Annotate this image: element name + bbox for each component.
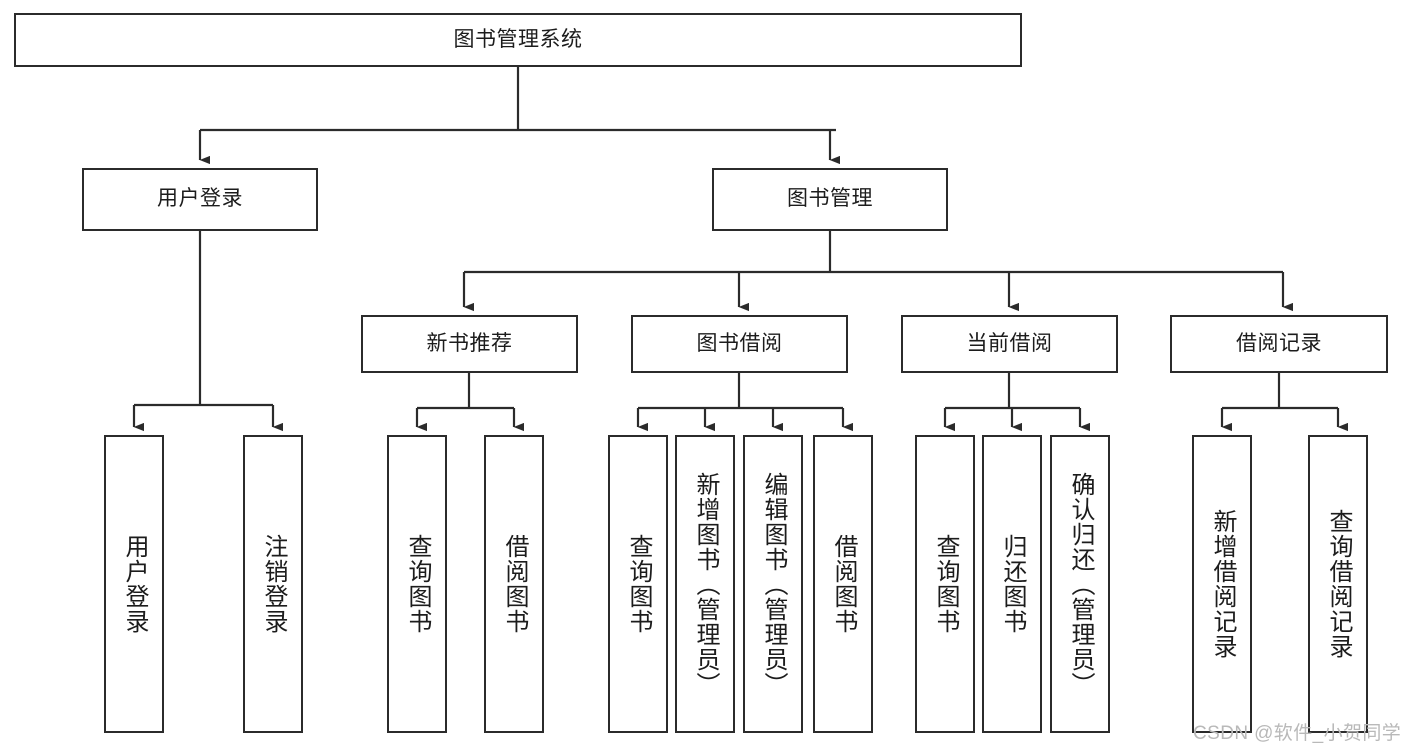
node-leaf-add-record-label: 新增借阅记录	[1209, 509, 1236, 659]
node-leaf-user-login-label: 用户登录	[121, 534, 148, 634]
node-book-borrow-label: 图书借阅	[696, 331, 783, 355]
node-current-borrow-label: 当前借阅	[966, 331, 1053, 355]
node-user-login[interactable]: 用户登录	[82, 168, 318, 231]
node-leaf-logout[interactable]: 注销登录	[243, 435, 303, 733]
node-book-manage[interactable]: 图书管理	[712, 168, 948, 231]
node-borrow-record[interactable]: 借阅记录	[1170, 315, 1388, 373]
node-leaf-logout-label: 注销登录	[260, 534, 287, 634]
node-root[interactable]: 图书管理系统	[14, 13, 1022, 67]
node-leaf-user-login[interactable]: 用户登录	[104, 435, 164, 733]
node-leaf-add-record[interactable]: 新增借阅记录	[1192, 435, 1252, 733]
node-leaf-return-book[interactable]: 归还图书	[982, 435, 1042, 733]
node-leaf-borrow-book-2[interactable]: 借阅图书	[813, 435, 873, 733]
node-leaf-query-book-1[interactable]: 查询图书	[387, 435, 447, 733]
node-leaf-borrow-book-1[interactable]: 借阅图书	[484, 435, 544, 733]
node-leaf-return-book-label: 归还图书	[999, 534, 1026, 634]
node-user-login-label: 用户登录	[157, 187, 243, 211]
node-leaf-add-book-label: 新增图书（管理员）	[692, 471, 719, 697]
node-borrow-record-label: 借阅记录	[1236, 331, 1322, 355]
node-leaf-confirm-return[interactable]: 确认归还（管理员）	[1050, 435, 1110, 733]
node-leaf-borrow-book-1-label: 借阅图书	[501, 534, 528, 634]
node-root-label: 图书管理系统	[453, 27, 583, 51]
node-leaf-query-record[interactable]: 查询借阅记录	[1308, 435, 1368, 733]
node-leaf-add-book[interactable]: 新增图书（管理员）	[675, 435, 735, 733]
node-leaf-query-book-3-label: 查询图书	[932, 534, 959, 634]
node-new-book-recommend[interactable]: 新书推荐	[361, 315, 578, 373]
node-leaf-edit-book-label: 编辑图书（管理员）	[760, 471, 787, 697]
node-leaf-borrow-book-2-label: 借阅图书	[830, 534, 857, 634]
node-leaf-query-book-2[interactable]: 查询图书	[608, 435, 668, 733]
node-book-borrow[interactable]: 图书借阅	[631, 315, 848, 373]
node-leaf-query-book-1-label: 查询图书	[404, 534, 431, 634]
node-leaf-confirm-return-label: 确认归还（管理员）	[1067, 471, 1094, 697]
node-current-borrow[interactable]: 当前借阅	[901, 315, 1118, 373]
node-leaf-query-book-2-label: 查询图书	[625, 534, 652, 634]
node-leaf-query-book-3[interactable]: 查询图书	[915, 435, 975, 733]
node-book-manage-label: 图书管理	[787, 187, 873, 211]
node-leaf-edit-book[interactable]: 编辑图书（管理员）	[743, 435, 803, 733]
node-leaf-query-record-label: 查询借阅记录	[1325, 509, 1352, 659]
node-new-book-recommend-label: 新书推荐	[426, 331, 513, 355]
